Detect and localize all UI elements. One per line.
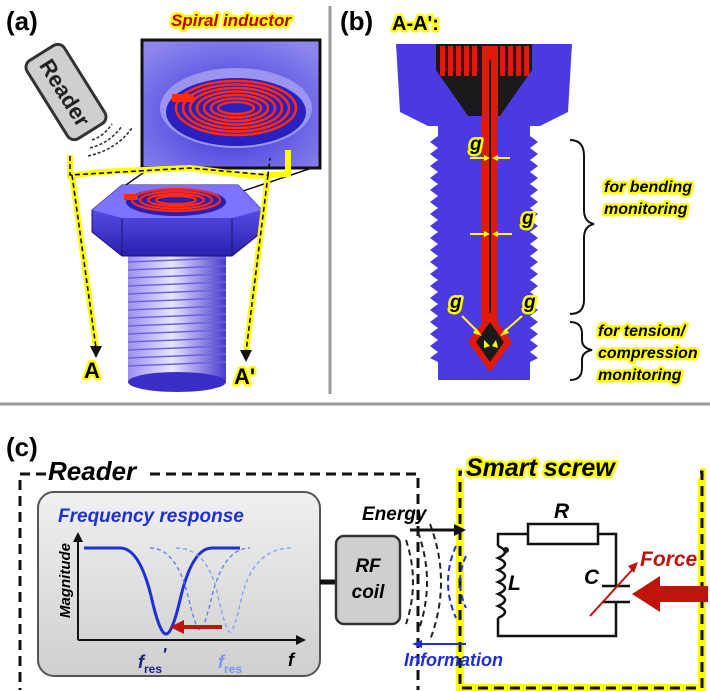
force-arrow xyxy=(632,576,708,612)
f-res-label: fres xyxy=(218,652,242,676)
resistor xyxy=(526,522,600,546)
panel-c-label: (c) xyxy=(6,432,38,462)
panel-a-label: (a) xyxy=(6,6,38,36)
capacitor-label: C xyxy=(584,566,600,589)
force-label: Force xyxy=(640,548,698,571)
reader-title: Reader xyxy=(48,456,138,486)
f-res-prime-label: fres' xyxy=(138,645,167,676)
bolt-threads xyxy=(127,257,227,367)
gap-label-3: g xyxy=(449,292,462,313)
gap-label-1: g xyxy=(469,134,482,155)
resistor-label: R xyxy=(554,500,570,523)
tension-brace xyxy=(569,321,593,381)
reader-device: Reader xyxy=(24,42,108,142)
reader-signal-waves xyxy=(87,123,133,157)
bending-note-line2: monitoring xyxy=(604,201,688,218)
reader-boundary xyxy=(150,472,420,690)
smart-screw-title: Smart screw xyxy=(466,454,616,482)
inset-spiral-coil xyxy=(174,79,298,137)
variable-capacitor-arrow xyxy=(589,569,633,617)
frequency-response-title: Frequency response xyxy=(58,506,244,527)
bolt-cross-section xyxy=(396,44,572,380)
shifted-response-curve xyxy=(84,546,240,636)
wire-bottom xyxy=(496,602,618,638)
section-label-a-prime: A' xyxy=(234,364,255,389)
section-line-a xyxy=(67,150,291,362)
inductor-label: L xyxy=(508,572,521,595)
bending-brace xyxy=(569,139,595,315)
monitoring-notes: for bending monitoring for tension/ comp… xyxy=(596,177,701,387)
head-spiral-coil xyxy=(130,187,222,213)
wire-top-right xyxy=(598,532,618,586)
gap-label-2: g xyxy=(521,208,534,229)
gap-label-4: g xyxy=(523,292,536,313)
bolt-illustration xyxy=(91,184,263,392)
panel-a: (a) Reader Spir xyxy=(6,6,322,392)
energy-label: Energy xyxy=(362,504,428,525)
panel-c: (c) Reader Smart screw Frequency respons… xyxy=(6,432,708,691)
tension-note-line2: compression xyxy=(598,345,698,362)
gap-markers: g g g g xyxy=(447,132,539,348)
x-axis-label: f xyxy=(288,650,296,670)
wire-top-left xyxy=(496,532,528,546)
spiral-inductor-inset xyxy=(140,38,322,170)
bending-note-line1: for bending xyxy=(604,179,692,196)
response-curve-mid xyxy=(149,547,251,631)
inset-title: Spiral inductor xyxy=(171,11,292,30)
rf-coil-line2: coil xyxy=(352,582,385,603)
panel-b: (b) A-A': g xyxy=(340,6,701,387)
section-title: A-A': xyxy=(392,13,439,35)
lrc-circuit xyxy=(494,522,630,638)
tension-note-line3: monitoring xyxy=(598,367,682,384)
panel-b-label: (b) xyxy=(340,6,373,36)
tension-note-line1: for tension/ xyxy=(598,323,687,340)
rf-coil-block xyxy=(334,534,402,626)
y-axis-label: Magnitude xyxy=(57,543,74,618)
section-label-a: A xyxy=(84,358,100,383)
original-response-curve xyxy=(175,547,293,633)
rf-coil-line1: RF xyxy=(355,556,382,577)
wireless-waves xyxy=(405,523,467,641)
information-label: Information xyxy=(404,650,503,670)
inductor-coil xyxy=(494,544,507,620)
